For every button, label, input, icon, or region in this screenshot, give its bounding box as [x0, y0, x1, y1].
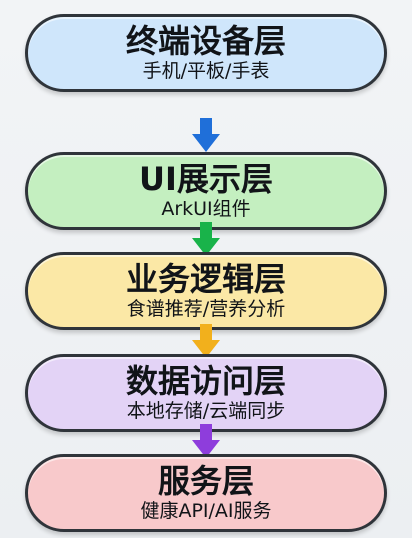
layer-subtitle: 食谱推荐/营养分析: [126, 298, 286, 320]
layer-ui-presentation: UI展示层 ArkUI组件: [25, 152, 387, 230]
layer-subtitle: 健康API/AI服务: [140, 500, 272, 522]
layer-subtitle: ArkUI组件: [161, 198, 251, 220]
layer-terminal-devices: 终端设备层 手机/平板/手表: [25, 14, 387, 92]
arrow-down-icon: [192, 324, 220, 358]
layer-title: UI展示层: [139, 160, 273, 198]
arrow-down-icon: [192, 424, 220, 458]
layer-subtitle: 本地存储/云端同步: [126, 400, 286, 422]
layer-business-logic: 业务逻辑层 食谱推荐/营养分析: [25, 252, 387, 330]
layer-data-access: 数据访问层 本地存储/云端同步: [25, 354, 387, 432]
layer-title: 业务逻辑层: [125, 260, 286, 298]
layer-title: 终端设备层: [125, 22, 286, 60]
layer-title: 服务层: [157, 462, 254, 500]
arrow-down-icon: [192, 118, 220, 152]
layer-title: 数据访问层: [125, 362, 286, 400]
layer-services: 服务层 健康API/AI服务: [25, 454, 387, 532]
layer-subtitle: 手机/平板/手表: [142, 60, 270, 82]
arrow-down-icon: [192, 222, 220, 256]
